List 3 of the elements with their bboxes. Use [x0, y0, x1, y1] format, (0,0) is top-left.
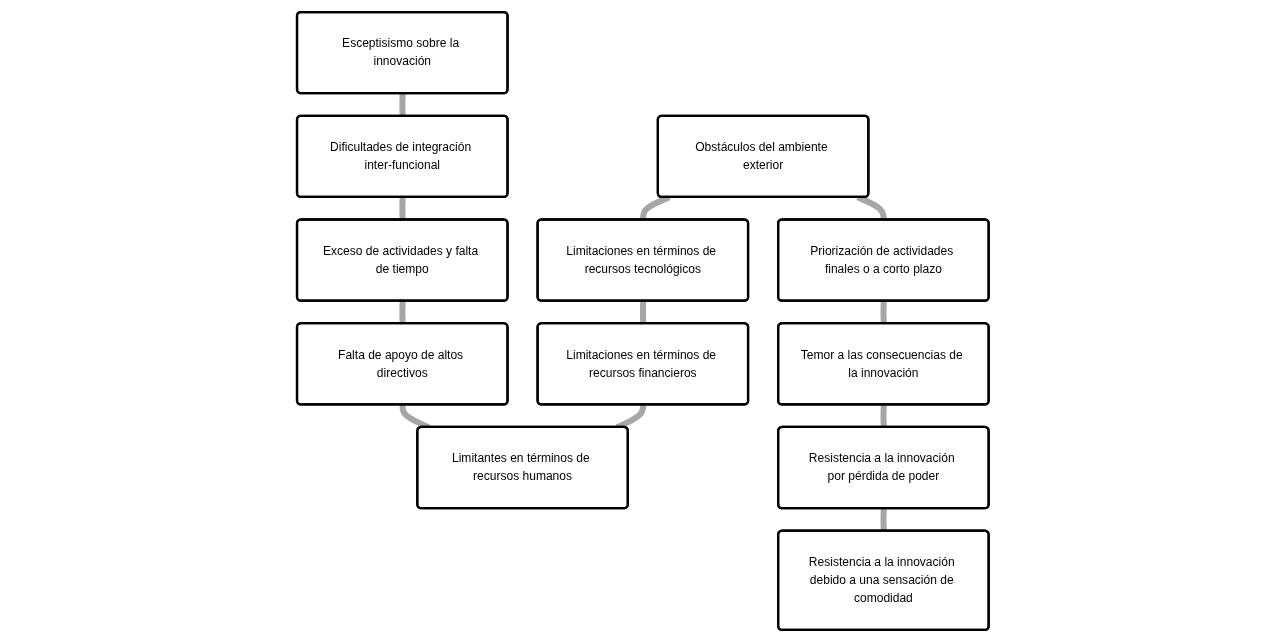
connector: [399, 196, 406, 221]
connector: [880, 507, 887, 533]
connector: [399, 92, 406, 118]
